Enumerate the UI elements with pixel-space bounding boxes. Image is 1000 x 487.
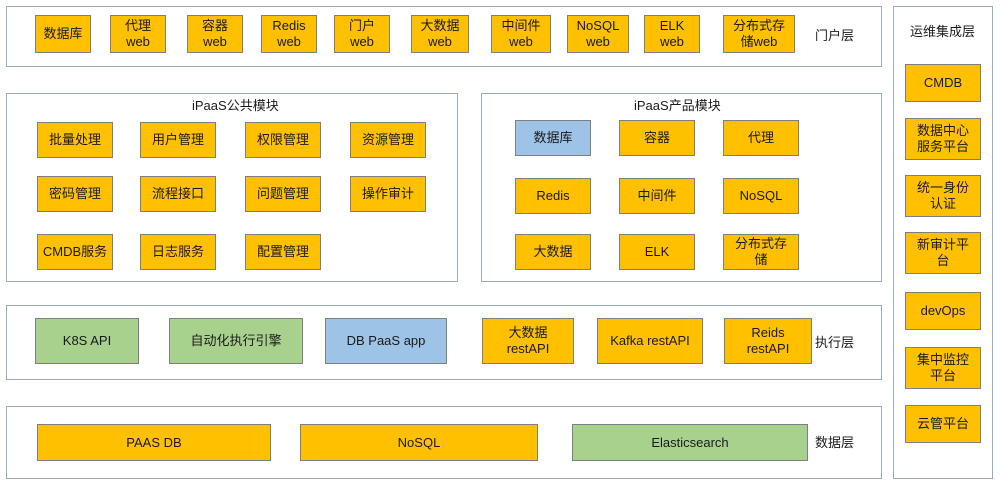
exec-item-kafka-restapi: Kafka restAPI bbox=[597, 318, 703, 364]
portal-item-database: 数据库 bbox=[35, 15, 91, 53]
data-item-elasticsearch: Elasticsearch bbox=[572, 424, 808, 461]
portal-layer-panel: 数据库 代理 web 容器 web Redis web 门户 web 大数据 w… bbox=[6, 6, 882, 67]
public-item-operation-audit: 操作审计 bbox=[350, 176, 426, 212]
product-item-redis: Redis bbox=[515, 178, 591, 214]
public-item-user-mgmt: 用户管理 bbox=[140, 122, 216, 158]
portal-item-proxy-web: 代理 web bbox=[110, 15, 166, 53]
product-item-elk: ELK bbox=[619, 234, 695, 270]
public-module-title: iPaaS公共模块 bbox=[192, 98, 279, 113]
ops-item-datacenter-service: 数据中心 服务平台 bbox=[905, 118, 981, 160]
exec-item-reids-restapi: Reids restAPI bbox=[724, 318, 812, 364]
portal-item-elk-web: ELK web bbox=[644, 15, 700, 53]
execution-layer-label: 执行层 bbox=[815, 335, 855, 350]
product-item-nosql: NoSQL bbox=[723, 178, 799, 214]
portal-item-nosql-web: NoSQL web bbox=[567, 15, 629, 53]
ops-item-central-monitoring: 集中监控 平台 bbox=[905, 347, 981, 389]
product-module-panel: iPaaS产品模块 数据库 容器 代理 Redis 中间件 NoSQL 大数据 … bbox=[481, 93, 882, 282]
portal-item-distributed-storage-web: 分布式存 储web bbox=[723, 15, 795, 53]
product-item-bigdata: 大数据 bbox=[515, 234, 591, 270]
product-item-proxy: 代理 bbox=[723, 120, 799, 156]
public-item-cmdb-service: CMDB服务 bbox=[37, 234, 113, 270]
portal-item-bigdata-web: 大数据 web bbox=[411, 15, 469, 53]
ops-item-unified-identity: 统一身份 认证 bbox=[905, 175, 981, 217]
data-item-nosql: NoSQL bbox=[300, 424, 538, 461]
portal-item-portal-web: 门户 web bbox=[334, 15, 390, 53]
public-module-panel: iPaaS公共模块 批量处理 用户管理 权限管理 资源管理 密码管理 流程接口 … bbox=[6, 93, 458, 282]
public-item-password-mgmt: 密码管理 bbox=[37, 176, 113, 212]
ops-integration-panel: 运维集成层 CMDB 数据中心 服务平台 统一身份 认证 新审计平 台 devO… bbox=[893, 6, 993, 479]
public-item-log-service: 日志服务 bbox=[140, 234, 216, 270]
product-item-distributed-storage: 分布式存 储 bbox=[723, 234, 799, 270]
data-layer-panel: PAAS DB NoSQL Elasticsearch 数据层 bbox=[6, 406, 882, 479]
execution-layer-panel: K8S API 自动化执行引擎 DB PaaS app 大数据 restAPI … bbox=[6, 305, 882, 380]
portal-item-redis-web: Redis web bbox=[261, 15, 317, 53]
portal-item-middleware-web: 中间件 web bbox=[491, 15, 551, 53]
ops-item-cmdb: CMDB bbox=[905, 64, 981, 102]
data-item-paas-db: PAAS DB bbox=[37, 424, 271, 461]
exec-item-db-paas-app: DB PaaS app bbox=[325, 318, 447, 364]
public-item-permission-mgmt: 权限管理 bbox=[245, 122, 321, 158]
ops-item-devops: devOps bbox=[905, 292, 981, 330]
public-item-config-mgmt: 配置管理 bbox=[245, 234, 321, 270]
portal-item-container-web: 容器 web bbox=[187, 15, 243, 53]
exec-item-bigdata-restapi: 大数据 restAPI bbox=[482, 318, 574, 364]
ops-item-cloud-mgmt: 云管平台 bbox=[905, 405, 981, 443]
product-item-container: 容器 bbox=[619, 120, 695, 156]
public-item-issue-mgmt: 问题管理 bbox=[245, 176, 321, 212]
public-item-batch: 批量处理 bbox=[37, 122, 113, 158]
product-item-database: 数据库 bbox=[515, 120, 591, 156]
public-item-process-interface: 流程接口 bbox=[140, 176, 216, 212]
product-item-middleware: 中间件 bbox=[619, 178, 695, 214]
product-module-title: iPaaS产品模块 bbox=[634, 98, 721, 113]
portal-layer-label: 门户层 bbox=[815, 28, 855, 43]
data-layer-label: 数据层 bbox=[815, 435, 855, 450]
public-item-resource-mgmt: 资源管理 bbox=[350, 122, 426, 158]
exec-item-k8s-api: K8S API bbox=[35, 318, 139, 364]
exec-item-automation-engine: 自动化执行引擎 bbox=[169, 318, 303, 364]
ops-item-new-audit: 新审计平 台 bbox=[905, 232, 981, 274]
ops-integration-title: 运维集成层 bbox=[910, 24, 976, 39]
